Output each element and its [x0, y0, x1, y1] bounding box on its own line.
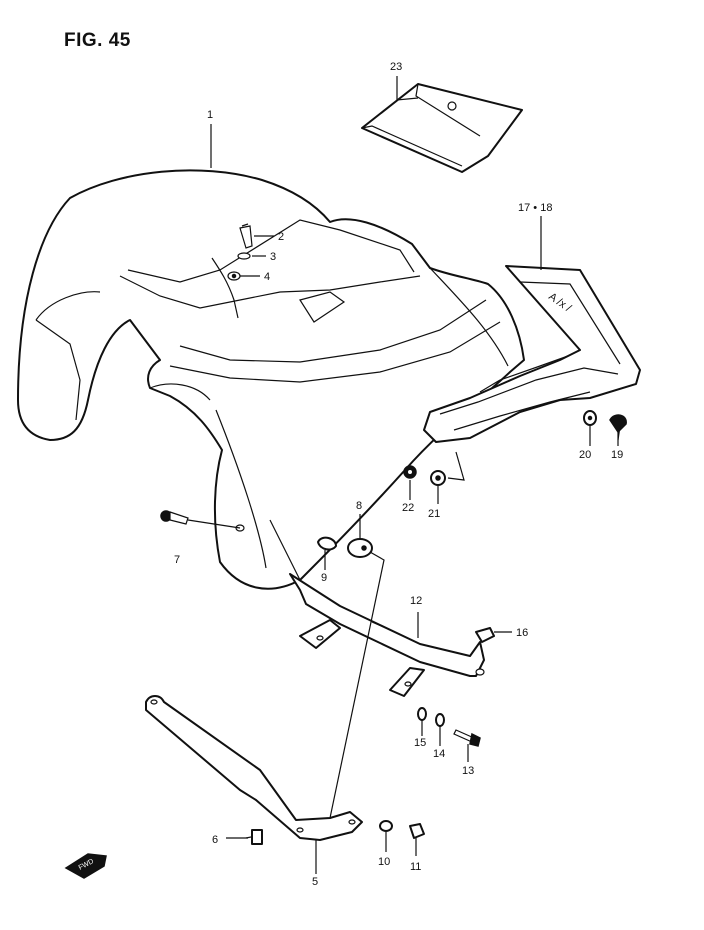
callout-19: 19	[611, 449, 623, 461]
callout-21: 21	[428, 508, 440, 520]
callout-17-18: 17 • 18	[518, 202, 552, 214]
part-17-18-rear-cover[interactable]: A /x /	[423, 265, 641, 443]
callout-11: 11	[410, 861, 421, 873]
callout-13: 13	[462, 765, 474, 777]
part-13-bolt[interactable]	[453, 729, 481, 747]
part-16-nut[interactable]	[475, 627, 495, 643]
part-23-rear-pad[interactable]	[361, 83, 523, 173]
part-21-washer[interactable]	[430, 470, 446, 486]
part-9-cushion[interactable]	[317, 536, 337, 551]
part-15-washer[interactable]	[417, 707, 427, 721]
callout-12: 12	[410, 595, 422, 607]
part-11-nut[interactable]	[409, 823, 425, 839]
callout-23: 23	[390, 61, 402, 73]
figure-title: FIG. 45	[64, 30, 131, 51]
part-4-nut[interactable]	[227, 271, 241, 281]
part-8-grommet[interactable]	[347, 538, 373, 558]
callout-14: 14	[433, 748, 445, 760]
part-12-bracket[interactable]	[289, 573, 485, 697]
part-14-washer[interactable]	[435, 713, 445, 727]
callout-15: 15	[414, 737, 426, 749]
part-3-washer[interactable]	[237, 252, 251, 260]
callout-5: 5	[312, 876, 318, 888]
callout-10: 10	[378, 856, 390, 868]
part-10-washer[interactable]	[379, 820, 393, 832]
part-22-nut[interactable]	[403, 465, 417, 479]
callout-1: 1	[207, 109, 213, 121]
callout-2: 2	[278, 231, 284, 243]
callout-8: 8	[356, 500, 362, 512]
callout-3: 3	[270, 251, 276, 263]
part-6-bolt[interactable]	[245, 829, 263, 845]
callout-22: 22	[402, 502, 414, 514]
part-5-lower-brace[interactable]	[145, 695, 363, 841]
part-7-screw[interactable]	[160, 510, 189, 525]
callout-16: 16	[516, 627, 528, 639]
part-1-rear-fender[interactable]	[17, 169, 525, 590]
callout-4: 4	[264, 271, 270, 283]
callout-20: 20	[579, 449, 591, 461]
part-20-nut[interactable]	[583, 410, 597, 426]
callout-6: 6	[212, 834, 218, 846]
callout-7: 7	[174, 554, 180, 566]
callout-9: 9	[321, 572, 327, 584]
leader-lines	[187, 76, 619, 874]
part-2-bolt[interactable]	[239, 223, 253, 249]
front-arrow-badge: FWD	[64, 853, 107, 879]
